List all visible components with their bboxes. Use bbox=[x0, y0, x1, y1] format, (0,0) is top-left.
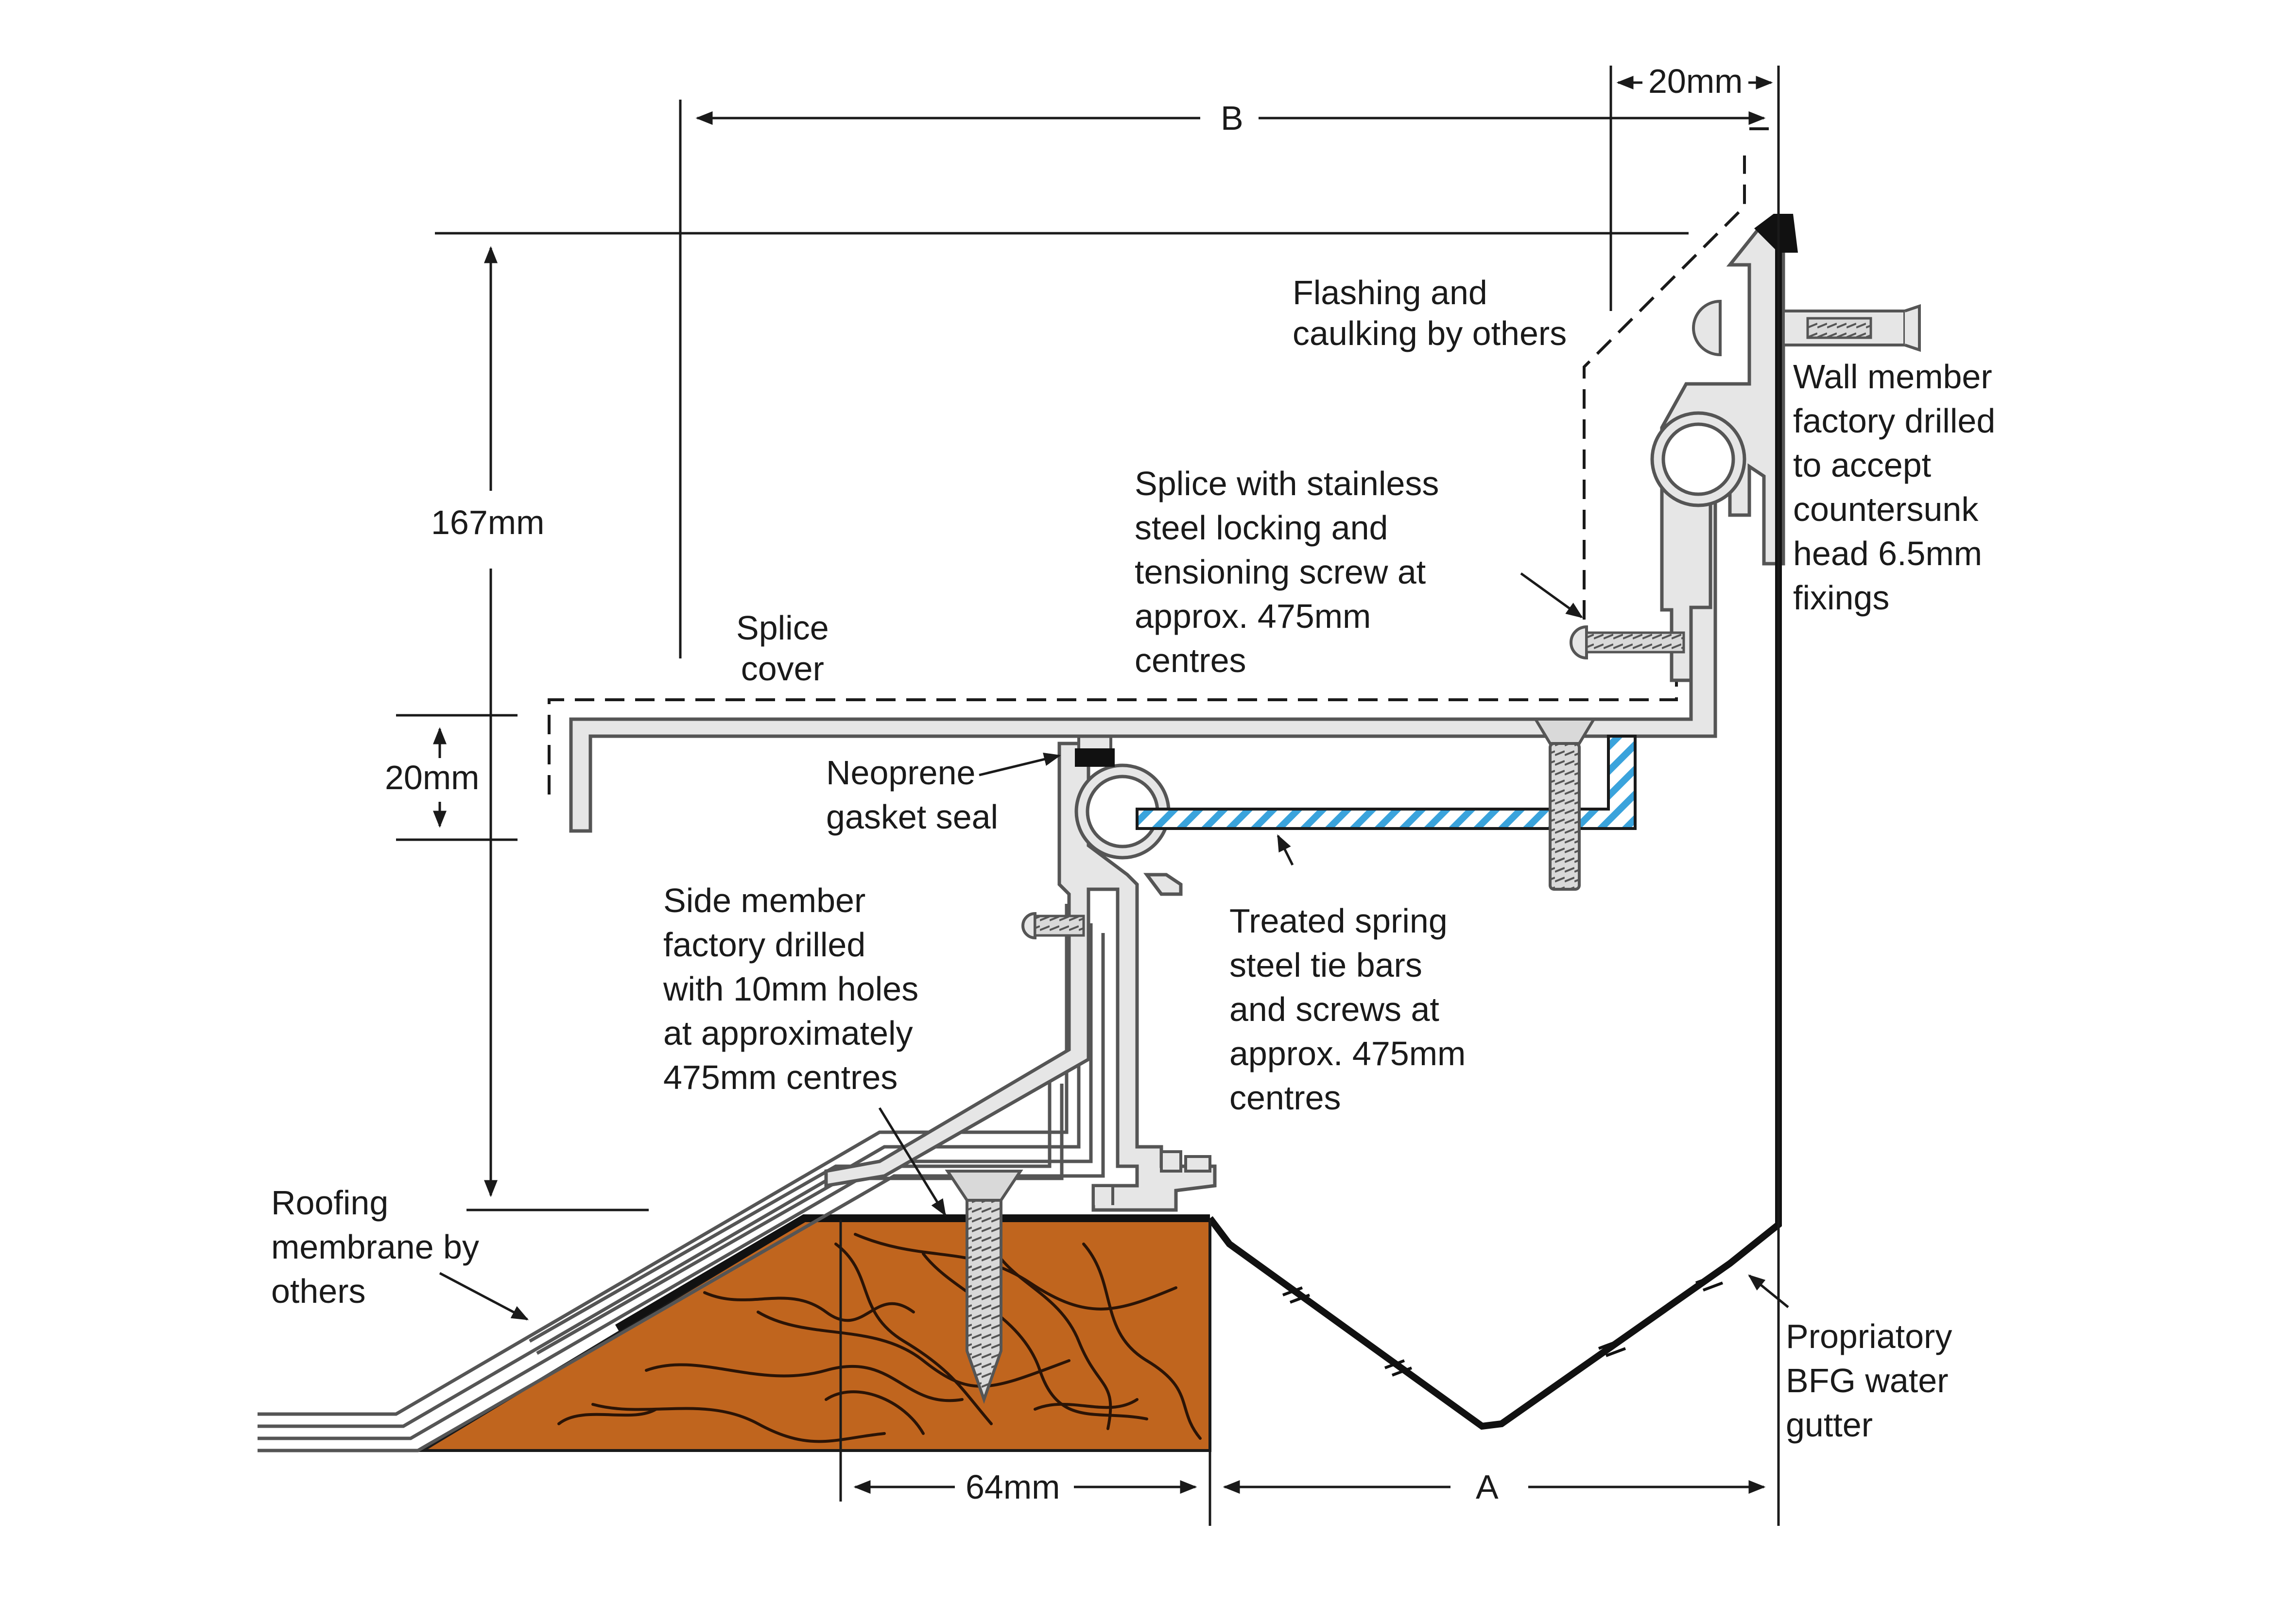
timber-batten bbox=[417, 1219, 1211, 1452]
gutter-label-line: gutter bbox=[1786, 1406, 1873, 1444]
tie-bars-label-line: approx. 475mm bbox=[1229, 1035, 1466, 1072]
side-member-screw bbox=[1021, 912, 1085, 940]
splice-screw-label-line: centres bbox=[1135, 641, 1246, 679]
side-member-label-line: with 10mm holes bbox=[663, 970, 919, 1008]
splice-screw-label-line: tensioning screw at bbox=[1135, 553, 1426, 591]
roofing-label-line: membrane by bbox=[271, 1228, 479, 1266]
dim-side-20mm-label: 20mm bbox=[379, 760, 485, 795]
dim-167mm-label: 167mm bbox=[425, 505, 551, 539]
leader-lines bbox=[439, 572, 1789, 1321]
splice-screw-label: Splice with stainless steel locking and … bbox=[1135, 462, 1439, 683]
tie-bar-screw bbox=[1533, 718, 1597, 891]
roofing-membrane bbox=[615, 1214, 1210, 1331]
side-member-label: Side member factory drilled with 10mm ho… bbox=[663, 879, 918, 1100]
tie-bars-label: Treated spring steel tie bars and screws… bbox=[1229, 899, 1466, 1120]
roofing-label: Roofing membrane by others bbox=[271, 1181, 479, 1313]
splice-locking-screw bbox=[1570, 625, 1685, 660]
splice-screw-label-line: steel locking and bbox=[1135, 509, 1388, 547]
dim-a-label: A bbox=[1470, 1470, 1504, 1504]
tie-bars-label-line: Treated spring bbox=[1229, 902, 1448, 940]
tie-bar bbox=[1136, 735, 1637, 830]
side-member bbox=[824, 742, 1217, 1212]
gutter-label-line: Propriatory bbox=[1786, 1317, 1952, 1355]
neoprene-gasket bbox=[1075, 735, 1115, 767]
wall-member-label-line: head 6.5mm bbox=[1793, 535, 1983, 572]
splice-screw-label-line: approx. 475mm bbox=[1135, 597, 1371, 635]
wall-member-label-line: fixings bbox=[1793, 579, 1890, 617]
tie-bars-label-line: centres bbox=[1229, 1079, 1341, 1117]
neoprene-label: Neoprene gasket seal bbox=[826, 751, 998, 839]
tie-bars-label-line: and screws at bbox=[1229, 990, 1439, 1028]
wall-member-label-line: factory drilled bbox=[1793, 402, 1996, 440]
flashing-label: Flashing and caulking by others bbox=[1293, 272, 1567, 354]
side-member-label-line: Side member bbox=[663, 881, 866, 919]
roofing-label-line: Roofing bbox=[271, 1184, 389, 1222]
side-member-label-line: factory drilled bbox=[663, 926, 866, 964]
timber-fixing-screw bbox=[945, 1170, 1023, 1404]
neoprene-label-line: Neoprene bbox=[826, 754, 976, 792]
tie-bars-label-line: steel tie bars bbox=[1229, 946, 1422, 984]
wall-fixing-screw bbox=[1692, 299, 1921, 357]
gutter-label-line: BFG water bbox=[1786, 1362, 1949, 1399]
side-member-label-line: at approximately bbox=[663, 1014, 913, 1052]
flashing-outline bbox=[1583, 127, 1778, 620]
gutter-break-marks bbox=[1282, 1274, 1724, 1377]
splice-cover-label: Splice cover bbox=[736, 607, 829, 689]
flashing-label-line: caulking by others bbox=[1293, 314, 1567, 352]
gutter-label: Propriatory BFG water gutter bbox=[1786, 1314, 1952, 1447]
dim-top-20mm-label: 20mm bbox=[1642, 64, 1749, 98]
splice-cover-label-line: Splice bbox=[736, 609, 829, 647]
splice-cover-label-line: cover bbox=[741, 650, 824, 688]
dimension-lines bbox=[396, 66, 1780, 1526]
dim-b-label: B bbox=[1215, 101, 1249, 135]
wall-member-label: Wall member factory drilled to accept co… bbox=[1793, 355, 1995, 620]
side-member-label-line: 475mm centres bbox=[663, 1058, 898, 1096]
wall-member-label-line: countersunk bbox=[1793, 490, 1979, 528]
flashing-label-line: Flashing and bbox=[1293, 274, 1487, 311]
wall-member bbox=[1650, 214, 1798, 682]
splice-screw-label-line: Splice with stainless bbox=[1135, 465, 1439, 502]
roofing-label-line: others bbox=[271, 1272, 366, 1310]
wall-member-label-line: Wall member bbox=[1793, 358, 1992, 396]
neoprene-label-line: gasket seal bbox=[826, 798, 999, 836]
wall-member-label-line: to accept bbox=[1793, 446, 1932, 484]
dim-64mm-label: 64mm bbox=[960, 1470, 1066, 1504]
